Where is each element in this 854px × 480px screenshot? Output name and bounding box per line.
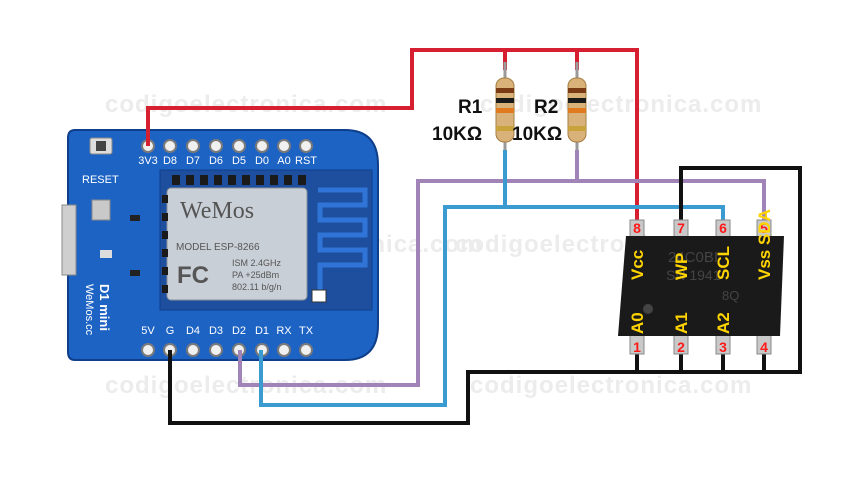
scl-wire: [259, 205, 725, 407]
module-std: 802.11 b/g/n: [232, 282, 281, 292]
esp-module-shield: [166, 187, 308, 301]
header-pin-label: TX: [299, 325, 314, 337]
header-pin-label: D4: [186, 325, 200, 337]
vcc-wire: [146, 48, 639, 222]
chip-pin-number: 1: [633, 339, 641, 355]
chip-pin-number: 4: [760, 339, 768, 355]
header-pin-a0: [277, 139, 291, 153]
header-pin-d4: [186, 343, 200, 357]
watermark-2: codigoelectronica.com: [480, 91, 762, 118]
reset-label: RESET: [82, 174, 119, 186]
header-pin-d5: [232, 139, 246, 153]
watermark-1: codigoelectronica.com: [105, 91, 387, 118]
board-side-name: D1 mini: [97, 284, 112, 331]
header-pin-d6: [209, 139, 223, 153]
header-pin-label: G: [166, 325, 175, 337]
header-pin-5v: [141, 343, 155, 357]
antenna-trace: [317, 187, 368, 300]
header-pin-tx: [299, 343, 313, 357]
chip-marking-1: 24C0BI: [668, 249, 718, 266]
header-pin-rx: [277, 343, 291, 357]
r2-value: 10KΩ: [512, 124, 562, 145]
header-pin-d8: [163, 139, 177, 153]
header-pin-label: 3V3: [138, 155, 158, 167]
chip-bottom-pin-label: A0: [628, 312, 647, 334]
chip-pin1-dot: [643, 304, 653, 314]
sda-wire: [238, 179, 766, 387]
chip-bottom-pin-label: A1: [672, 312, 691, 334]
board-side-site: WeMos.cc: [83, 284, 95, 336]
header-pin-label: RST: [295, 155, 317, 167]
chip-top-pin-label: Vcc: [628, 250, 647, 280]
gnd-wire: [168, 166, 802, 425]
chip-top-pin-label: Vss SDA: [755, 209, 774, 280]
header-pin-label: 5V: [141, 325, 155, 337]
chip-bottom-pin-label: A2: [714, 312, 733, 334]
header-pin-label: D3: [209, 325, 223, 337]
resistor-r1: R1 10KΩ: [432, 62, 515, 150]
r2-name: R2: [534, 97, 558, 118]
header-pin-label: A0: [277, 155, 290, 167]
header-pin-d7: [186, 139, 200, 153]
chip-top-pin-label: WP: [672, 253, 691, 280]
d1-mini-board: RESET D1 mini WeMos.cc WeMos MODEL ESP-8…: [61, 129, 379, 361]
module-fc: FC: [177, 262, 209, 289]
r1-value: 10KΩ: [432, 124, 482, 145]
wires: [146, 48, 802, 425]
header-pin-label: RX: [276, 325, 292, 337]
module-pa: PA +25dBm: [232, 270, 279, 280]
chip-pin-number: 6: [719, 220, 727, 236]
usb-connector: [61, 204, 77, 276]
header-pin-d0: [255, 139, 269, 153]
header-pin-label: D5: [232, 155, 246, 167]
header-pin-label: D8: [163, 155, 177, 167]
header-pin-label: D2: [232, 325, 246, 337]
chip-pin-number: 2: [677, 339, 685, 355]
module-ism: ISM 2.4GHz: [232, 258, 282, 268]
top-header-pins: 3V3 D8 D7 D6 D5 D0 A0 RST: [138, 139, 317, 167]
header-pin-label: D1: [255, 325, 269, 337]
chip-pin-number: 8: [633, 220, 641, 236]
watermark-6: codigoelectronica.com: [470, 372, 752, 399]
resistor-r2: R2 10KΩ: [512, 62, 587, 150]
header-pin-rst: [299, 139, 313, 153]
chip-body: [618, 236, 784, 336]
chip-top-pin-label: SCL: [714, 246, 733, 280]
header-pin-label: D7: [186, 155, 200, 167]
r1-name: R1: [458, 97, 483, 118]
chip-pin-number: 7: [677, 220, 685, 236]
chip-marking-3: 8Q: [722, 288, 739, 303]
chip-pin-number: 5: [760, 220, 768, 236]
header-pin-label: D0: [255, 155, 269, 167]
chip-pin-number: 3: [719, 339, 727, 355]
header-pin-label: D6: [209, 155, 223, 167]
module-model: MODEL ESP-8266: [176, 242, 260, 253]
chip-marking-2: SN 1941: [666, 267, 721, 283]
module-brand: WeMos: [180, 198, 254, 224]
header-pin-d3: [209, 343, 223, 357]
